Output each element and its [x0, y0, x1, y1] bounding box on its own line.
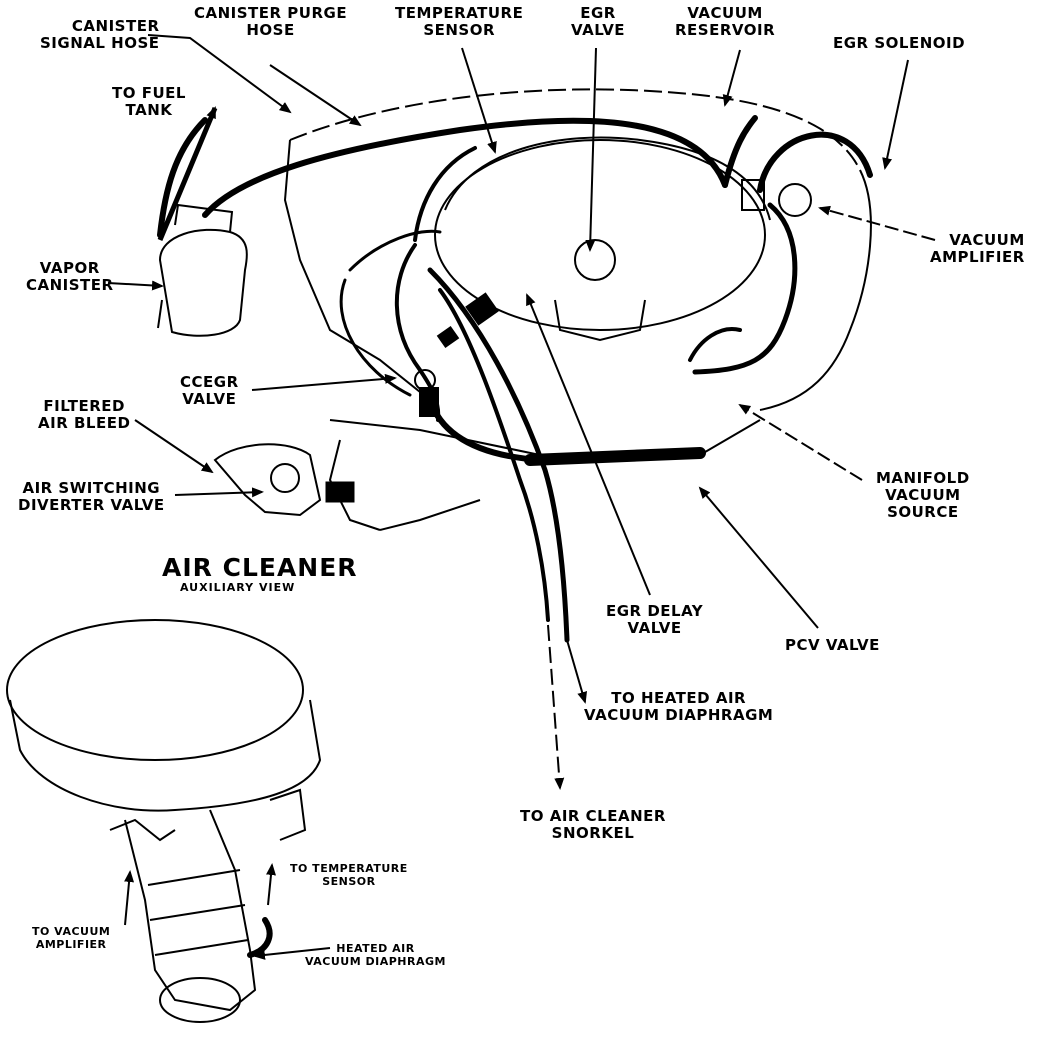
leader-arrows	[107, 34, 936, 960]
label-temperature-sensor: TEMPERATURE SENSOR	[395, 4, 524, 39]
air-cleaner-auxiliary-view	[6, 619, 322, 1023]
label-filtered-air-bleed: FILTERED AIR BLEED	[38, 397, 131, 432]
label-to-heated-air-vacuum-diaphragm: TO HEATED AIR VACUUM DIAPHRAGM	[584, 689, 774, 724]
egr-valve-dome	[434, 136, 771, 342]
label-to-air-cleaner-snorkel: TO AIR CLEANER SNORKEL	[520, 807, 666, 842]
air-cleaner-subtitle: AUXILIARY VIEW	[180, 581, 296, 594]
label-to-fuel-tank: TO FUEL TANK	[112, 84, 186, 119]
label-to-temperature-sensor: TO TEMPERATURE SENSOR	[290, 862, 408, 888]
label-air-switching-diverter-valve: AIR SWITCHING DIVERTER VALVE	[18, 479, 165, 514]
label-egr-solenoid: EGR SOLENOID	[833, 34, 966, 52]
vapor-canister	[157, 203, 248, 337]
label-canister-purge-hose: CANISTER PURGE HOSE	[194, 4, 348, 39]
label-heated-air-vacuum-diaphragm: HEATED AIR VACUUM DIAPHRAGM	[305, 942, 446, 968]
hoses	[157, 115, 873, 643]
label-egr-delay-valve: EGR DELAY VALVE	[606, 602, 704, 637]
label-pcv-valve: PCV VALVE	[785, 636, 880, 654]
air-cleaner-title: AIR CLEANER	[162, 553, 358, 582]
label-ccegr-valve: CCEGR VALVE	[180, 373, 239, 408]
small-components	[325, 179, 812, 503]
label-vacuum-reservoir: VACUUM RESERVOIR	[675, 4, 776, 39]
air-cleaner-hoses	[247, 917, 273, 958]
label-vacuum-amplifier: VACUUM AMPLIFIER	[930, 231, 1025, 266]
air-switching-valve-body	[213, 443, 322, 517]
label-manifold-vacuum-source: MANIFOLD VACUUM SOURCE	[876, 469, 970, 521]
label-egr-valve: EGR VALVE	[571, 4, 626, 39]
label-to-vacuum-amplifier: TO VACUUM AMPLIFIER	[32, 925, 111, 951]
label-vapor-canister: VAPOR CANISTER	[26, 259, 114, 294]
label-canister-signal-hose: CANISTER SIGNAL HOSE	[40, 17, 160, 52]
